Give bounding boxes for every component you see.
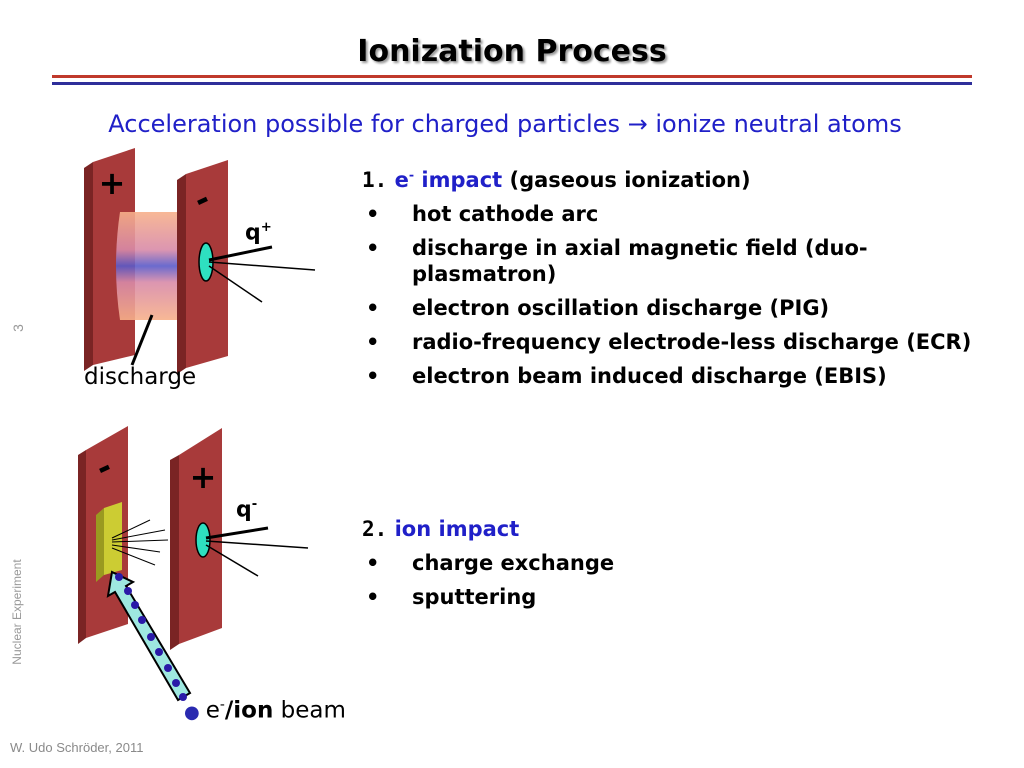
subtitle-part2: ionize neutral atoms (647, 110, 902, 138)
beam-label-sup: - (219, 697, 225, 713)
sputter-rays (111, 519, 169, 566)
list-item: hot cathode arc (362, 201, 1002, 227)
bottom-right-plus-sign: + (190, 458, 217, 496)
discharge-label: discharge (84, 364, 197, 390)
subtitle: Acceleration possible for charged partic… (0, 110, 1010, 138)
footer-author: W. Udo Schröder, 2011 (10, 740, 144, 755)
section2-heading: 2. ion impact (362, 516, 1002, 542)
arrow-right-icon: → (627, 110, 648, 138)
bottom-ion-label: q- (236, 497, 257, 522)
beam-label-e: e (205, 697, 220, 724)
section1-heading: 1. e- impact (gaseous ionization) (362, 162, 1002, 193)
beam-arrow-icon (106, 570, 192, 702)
list-item: discharge in axial magnetic field (duo-p… (362, 235, 1002, 287)
bottom-ion-charge: - (251, 497, 258, 512)
beam-label: ●e-/ion beam (184, 697, 346, 724)
sputter-target (96, 502, 122, 582)
section2-title: ion impact (394, 517, 520, 541)
top-ion-tracks (130, 245, 316, 366)
beam-particle-dots (115, 573, 187, 701)
section1-e: e (394, 168, 409, 192)
section1-e-sup: - (408, 167, 415, 182)
title-rule-red (52, 75, 972, 78)
bottom-ion-q: q (236, 497, 252, 523)
section2-list: charge exchange sputtering (362, 550, 1002, 610)
bottom-ion-tracks (205, 526, 309, 577)
discharge-plasma (116, 212, 180, 320)
subtitle-part1: Acceleration possible for charged partic… (108, 110, 628, 138)
bottom-ion-icon (195, 522, 211, 558)
list-item: electron oscillation discharge (PIG) (362, 295, 1002, 321)
section1-number: 1. (362, 168, 388, 192)
beam-label-suffix: beam (273, 697, 346, 724)
bullet-dot-icon: ● (184, 701, 200, 723)
section1-impact: impact (414, 168, 503, 192)
top-ion-q: q (245, 220, 261, 246)
list-item: charge exchange (362, 550, 1002, 576)
list-item: electron beam induced discharge (EBIS) (362, 363, 1002, 389)
top-ion-label: q+ (245, 220, 272, 245)
section-electron-impact: 1. e- impact (gaseous ionization) hot ca… (362, 162, 1002, 397)
section1-paren: (gaseous ionization) (502, 168, 751, 192)
title-rule-blue (52, 82, 972, 85)
list-item: sputtering (362, 584, 1002, 610)
list-item: radio-frequency electrode-less discharge… (362, 329, 1002, 355)
page-title: Ionization Process (357, 34, 667, 69)
section2-number: 2. (362, 517, 388, 541)
section-ion-impact: 2. ion impact charge exchange sputtering (362, 516, 1002, 618)
top-left-plus-sign: + (99, 164, 126, 202)
section1-list: hot cathode arc discharge in axial magne… (362, 201, 1002, 389)
top-ion-charge: + (260, 220, 272, 235)
beam-label-ion: /ion (224, 697, 274, 724)
